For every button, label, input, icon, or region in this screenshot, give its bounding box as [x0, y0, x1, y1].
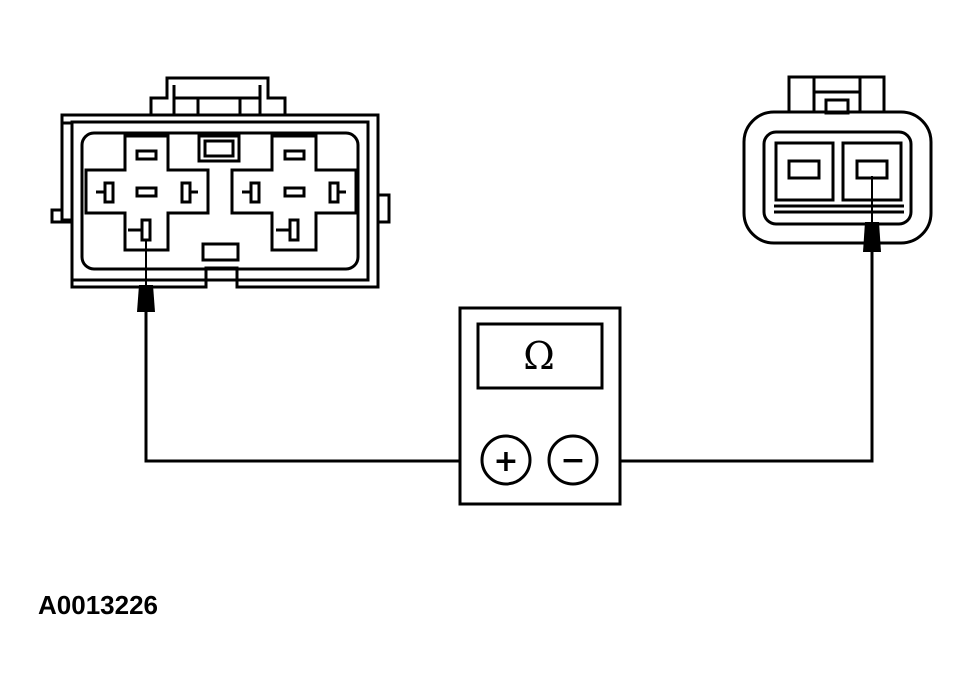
right-probe-body: [863, 222, 881, 252]
ohmmeter-negative-terminal: [547, 434, 599, 486]
lead-wire-positive: [144, 312, 482, 463]
ohmmeter-display: [476, 322, 604, 390]
left-connector: [50, 76, 391, 289]
right-connector-cavity-1: [774, 141, 835, 202]
lead-wire-negative: [596, 252, 874, 463]
right-connector-housing: [742, 110, 933, 245]
left-connector-latch: [149, 76, 287, 115]
ohmmeter-positive-terminal: [480, 434, 532, 486]
figure-reference-id: A0013226: [38, 590, 158, 620]
left-cavity-pin: [135, 149, 158, 161]
left-cavity-pin: [103, 181, 115, 204]
right-connector-latch: [787, 75, 886, 113]
left-cavity-pin: [249, 181, 261, 204]
left-probe-body: [137, 285, 155, 312]
left-cavity-pin: [135, 186, 158, 198]
left-cavity-pin: [288, 218, 300, 242]
left-cavity-group-2: [230, 134, 358, 252]
right-connector-cavity-1-pin: [787, 159, 821, 180]
left-probe: [137, 240, 155, 312]
right-connector-cavity-2-pin: [855, 159, 889, 180]
left-connector-key-slot-inner: [203, 139, 235, 158]
left-connector-key-slot: [197, 134, 241, 163]
right-probe: [863, 176, 881, 252]
right-connector: [742, 75, 933, 245]
left-connector-bottom-slot: [201, 242, 240, 262]
left-cavity-pin: [180, 181, 192, 204]
test-leads: [144, 252, 874, 463]
ohmmeter: [458, 306, 622, 506]
left-connector-flange-left: [50, 121, 72, 224]
plus-sign: +: [493, 444, 518, 479]
left-cavity-pin-active: [140, 218, 152, 242]
left-cavity-pin: [328, 181, 340, 204]
left-connector-inner-frame: [70, 120, 370, 282]
left-connector-flange-right: [378, 193, 391, 224]
left-connector-terminal-face: [80, 131, 360, 271]
left-cavity-pin: [283, 186, 306, 198]
right-connector-inner-frame: [762, 130, 913, 226]
left-cavity-pin: [283, 149, 306, 161]
minus-sign: −: [560, 443, 585, 478]
ohm-symbol: Ω: [523, 334, 555, 378]
left-cavity-group-1: [84, 134, 210, 252]
